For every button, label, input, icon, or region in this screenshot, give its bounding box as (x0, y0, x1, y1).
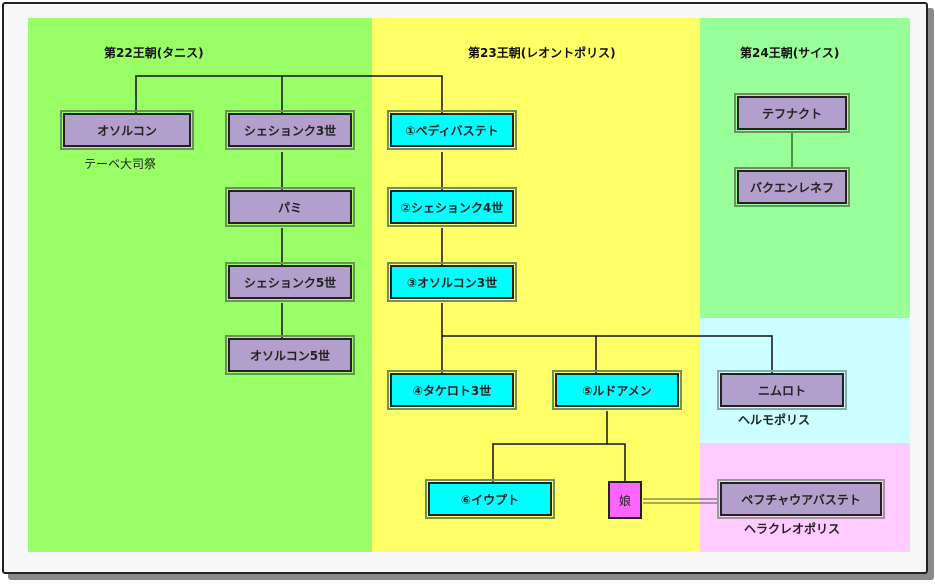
note-osorkon: テーベ大司祭 (84, 157, 157, 171)
line-rudamun-children (492, 411, 608, 484)
node-takelot3[interactable]: ④タケロト3世 (387, 370, 517, 410)
line-osorkon (135, 75, 443, 113)
node-shoshenq4[interactable]: ②シェションク4世 (387, 187, 517, 227)
node-nimlot[interactable]: ニムロト (717, 370, 847, 410)
node-osorkon5[interactable]: オソルコン5世 (225, 335, 355, 375)
node-pedubast[interactable]: ①ペディバステト (387, 110, 517, 150)
node-tefnakht[interactable]: テフナクト (734, 93, 850, 133)
node-iuput[interactable]: ⑥イウプト (425, 479, 555, 519)
node-daughter[interactable]: 娘 (608, 481, 642, 519)
node-bakenranef[interactable]: バクエンレネフ (734, 167, 850, 207)
node-shoshenq3[interactable]: シェションク3世 (225, 110, 355, 150)
node-osorkon3[interactable]: ③オソルコン3世 (387, 262, 517, 302)
dynasty-24-region (700, 18, 910, 318)
node-rudamun[interactable]: ⑤ルドアメン (552, 370, 682, 410)
note-nimlot: ヘルモポリス (738, 413, 811, 427)
node-shoshenq5[interactable]: シェションク5世 (225, 262, 355, 302)
line-daughter (607, 443, 626, 484)
node-peftjauawybast[interactable]: ペフチャウアバステト (717, 479, 885, 519)
note-peftjauawybast: ヘラクレオポリス (744, 522, 841, 536)
node-pami[interactable]: パミ (225, 187, 355, 227)
dynasty-22-title: 第22王朝(タニス) (104, 46, 204, 60)
line-osorkon3-children (441, 303, 773, 373)
node-osorkon[interactable]: オソルコン (60, 110, 194, 150)
dynasty-24-title: 第24王朝(サイス) (740, 46, 840, 60)
dynasty-23-title: 第23王朝(レオントポリス) (468, 46, 616, 60)
